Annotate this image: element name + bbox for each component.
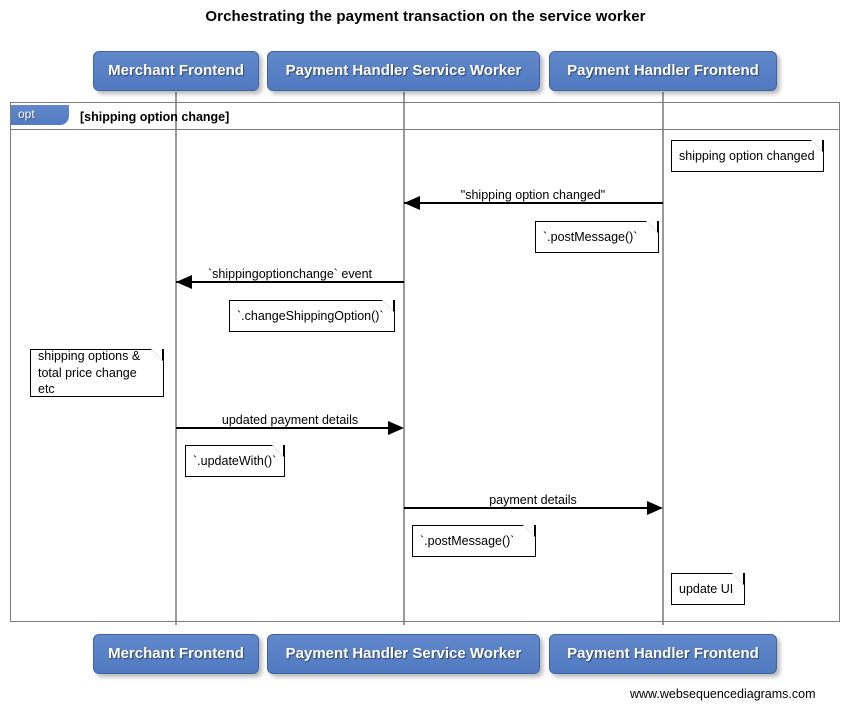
arrowhead-shippingoptionchange-event [176,275,192,289]
fragment-condition-label: [shipping option change] [80,110,230,124]
page-title: Orchestrating the payment transaction on… [205,8,646,25]
lifeline-payment-handler-frontend [662,92,664,625]
note-post-message-2: `.postMessage()` [412,525,536,557]
fragment-opt [10,102,840,622]
participant-payment-handler-frontend-top[interactable]: Payment Handler Frontend [549,51,777,91]
note-shipping-option-changed: shipping option changed [671,140,824,172]
participant-payment-handler-frontend-bottom[interactable]: Payment Handler Frontend [549,634,777,674]
arrowhead-payment-details [647,501,663,515]
fragment-tag-opt: opt [11,105,69,125]
note-shipping-options-total-price: shipping options & total price change et… [30,349,164,397]
note-post-message-1: `.postMessage()` [535,221,659,253]
participant-payment-handler-service-worker-bottom[interactable]: Payment Handler Service Worker [267,634,540,674]
participant-payment-handler-service-worker-top[interactable]: Payment Handler Service Worker [267,51,540,91]
message-label-shippingoptionchange-event: `shippingoptionchange` event [207,267,372,281]
lifeline-merchant-frontend [175,92,177,625]
note-update-ui: update UI [671,573,745,605]
message-line-shippingoptionchange-event [176,281,404,283]
message-label-shipping-option-changed: "shipping option changed" [460,188,606,202]
message-line-payment-details [404,507,647,509]
fragment-header-divider [11,129,839,130]
message-label-updated-payment-details: updated payment details [221,413,359,427]
lifeline-payment-handler-service-worker [403,92,405,625]
message-line-updated-payment-details [176,427,388,429]
participant-merchant-frontend-bottom[interactable]: Merchant Frontend [93,634,259,674]
message-label-payment-details: payment details [489,493,577,507]
arrowhead-shipping-option-changed [404,196,420,210]
arrowhead-updated-payment-details [388,421,404,435]
message-line-shipping-option-changed [404,202,663,204]
note-change-shipping-option: `.changeShippingOption()` [229,300,395,332]
note-update-with: `.updateWith()` [185,445,285,477]
participant-merchant-frontend-top[interactable]: Merchant Frontend [93,51,259,91]
footer-attribution: www.websequencediagrams.com [630,687,816,701]
